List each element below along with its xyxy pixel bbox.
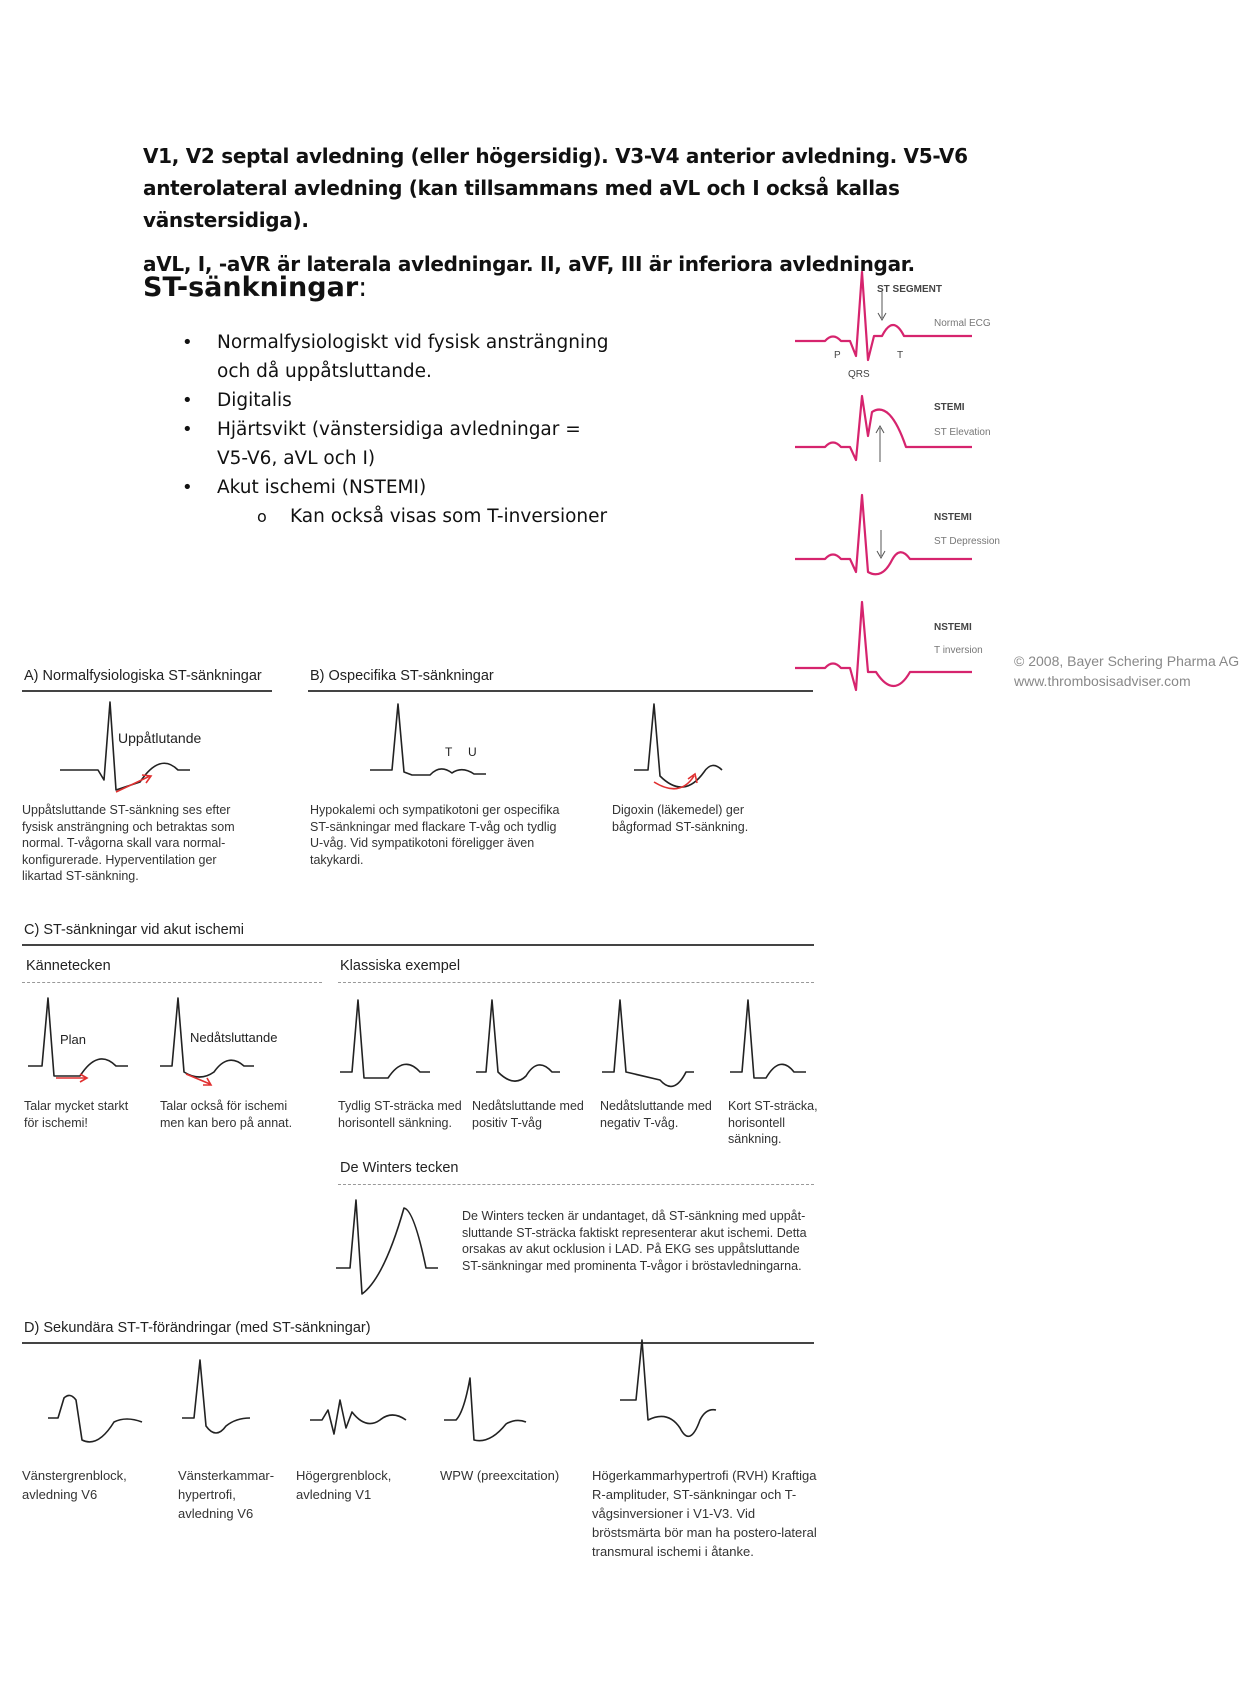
ecg-p-label: P (834, 350, 841, 361)
example-caption-4: Kort ST-sträcka, horisontell sänkning. (728, 1099, 818, 1146)
section-a-rule (22, 690, 272, 692)
d-caption-3: Högergrenblock, avledning V1 (296, 1468, 392, 1502)
examples-title: Klassiska exempel (340, 958, 461, 974)
section-a-caption: Uppåtsluttande ST-sänkning ses efter fys… (22, 803, 235, 883)
section-b-title: B) Ospecifika ST-sänkningar (310, 668, 494, 684)
sign-caption-2: Talar också för ischemi men kan bero på … (160, 1099, 293, 1130)
plan-arrow (56, 1073, 89, 1083)
ecg-example-1 (340, 999, 430, 1079)
section-b-rule (308, 690, 813, 692)
intro-line-2: aVL, I, -aVR är laterala avledningar. II… (143, 252, 915, 276)
plan-label: Plan (60, 1032, 87, 1047)
ecg-drawings (28, 701, 806, 1443)
ecg-rvh (620, 1339, 717, 1438)
heading-text: ST-sänkningar (143, 272, 359, 303)
ecg-plan (28, 997, 128, 1077)
ecg-lbbb (48, 1394, 143, 1443)
sign-caption-1: Talar mycket starkt för ischemi! (24, 1099, 129, 1130)
section-a-label: Uppåtlutande (118, 730, 202, 746)
example-caption-2: Nedåtsluttande med positiv T-våg (472, 1099, 584, 1130)
intro-line-1: V1, V2 septal avledning (eller högersidi… (143, 144, 968, 232)
ecg-rbbb (310, 1399, 407, 1435)
example-caption-1: Tydlig ST-sträcka med horisontell sänkni… (338, 1099, 462, 1130)
signs-title: Kännetecken (26, 958, 111, 974)
d-caption-4: WPW (preexcitation) (440, 1468, 560, 1483)
signs-rule (22, 982, 322, 983)
ecg-panel-figure (795, 270, 972, 692)
st-depression-arrow (876, 530, 886, 560)
digoxin-caption: Digoxin (läkemedel) ger bågformad ST-sän… (612, 803, 749, 834)
section-d-rule (22, 1342, 814, 1344)
ecg-st-depression-label: ST Depression (934, 536, 1000, 547)
ecg-t-inversion-label: T inversion (934, 645, 983, 656)
copyright-line-1: © 2008, Bayer Schering Pharma AG (1014, 653, 1239, 669)
section-d-title: D) Sekundära ST-T-förändringar (med ST-s… (24, 1320, 371, 1336)
ecg-upsloping (60, 701, 190, 791)
examples-rule (338, 982, 814, 983)
ecg-stemi-label: ST Elevation (934, 427, 991, 438)
section-c-title: C) ST-sänkningar vid akut ischemi (24, 922, 244, 938)
copyright-line-2: www.thrombosisadviser.com (1014, 673, 1191, 689)
ecg-example-2 (476, 999, 560, 1082)
ned-label: Nedåtsluttande (190, 1030, 278, 1045)
ecg-ned (160, 997, 254, 1078)
sub-bullet-item: Kan också visas som T-inversioner (175, 502, 615, 531)
bullet-item: Akut ischemi (NSTEMI) (175, 473, 615, 502)
ecg-normal-title: ST SEGMENT (877, 284, 943, 295)
ned-arrow (185, 1073, 213, 1086)
st-segment-arrow (877, 292, 887, 322)
ecg-normal-label: Normal ECG (934, 318, 991, 329)
u-wave-label: U (468, 745, 477, 759)
ecg-digoxin (634, 703, 723, 788)
ecg-stemi-title: STEMI (934, 402, 965, 413)
ecg-trace-stemi (795, 394, 972, 462)
ecg-trace-t-inversion (795, 600, 972, 692)
bullet-item: Normalfysiologiskt vid fysisk ansträngni… (175, 328, 615, 386)
bullet-item: Digitalis (175, 386, 615, 415)
t-wave-label: T (445, 745, 453, 759)
section-c-rule (22, 944, 814, 946)
ecg-example-4 (730, 999, 806, 1079)
section-b-caption: Hypokalemi och sympatikotoni ger ospecif… (310, 803, 560, 867)
ecg-nstemi-title-2: NSTEMI (934, 622, 972, 633)
st-elevation-arrow (875, 424, 885, 462)
winters-title: De Winters tecken (340, 1160, 459, 1176)
d-caption-5: Högerkammarhypertrofi (RVH) Kraftiga R-a… (592, 1468, 817, 1559)
example-caption-3: Nedåtsluttande med negativ T-våg. (600, 1099, 712, 1130)
ecg-trace-st-depression (795, 493, 972, 576)
bullet-list: Normalfysiologiskt vid fysisk ansträngni… (175, 328, 615, 531)
ecg-de-winters (336, 1199, 438, 1295)
ecg-trace-normal (795, 270, 972, 362)
ecg-wpw (444, 1377, 527, 1442)
bullet-item: Hjärtsvikt (vänstersidiga avledningar = … (175, 415, 615, 473)
d-caption-2: Vänsterkammar-hypertrofi, avledning V6 (178, 1468, 275, 1521)
ecg-t-label: T (897, 350, 904, 361)
section-a-title: A) Normalfysiologiska ST-sänkningar (24, 668, 262, 684)
upsloping-arrow (115, 774, 153, 793)
ecg-nstemi-title: NSTEMI (934, 512, 972, 523)
ecg-lvh (182, 1359, 251, 1434)
intro-text: V1, V2 septal avledning (eller högersidi… (143, 140, 1043, 292)
ecg-example-3 (602, 999, 694, 1088)
ecg-qrs-label: QRS (848, 369, 870, 380)
section-heading: ST-sänkningar: (143, 272, 367, 303)
digoxin-arrow (653, 772, 698, 790)
winters-text: De Winters tecken är undantaget, då ST-s… (462, 1209, 807, 1273)
ecg-hypokalemia (370, 703, 486, 776)
d-caption-1: Vänstergrenblock, avledning V6 (22, 1468, 127, 1502)
heading-colon: : (358, 272, 368, 303)
winters-rule (338, 1184, 814, 1185)
